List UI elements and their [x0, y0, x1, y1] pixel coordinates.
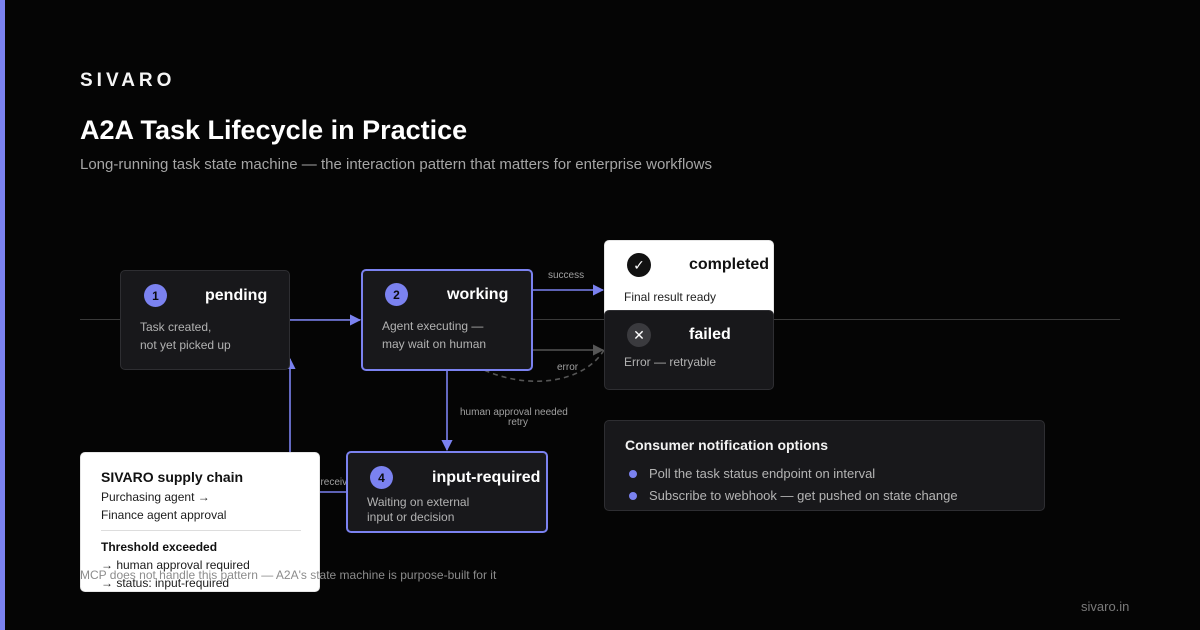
- supply-chain-threshold: Threshold exceeded: [101, 540, 218, 554]
- step-number-badge: 1: [144, 284, 167, 307]
- supply-chain-flow: Purchasing agent → Finance agent approva…: [101, 490, 227, 522]
- state-description: Error — retryable: [624, 355, 717, 369]
- state-description: Task created, not yet picked up: [140, 320, 231, 352]
- notification-option-webhook: Subscribe to webhook — get pushed on sta…: [629, 488, 958, 503]
- bullet-icon: [629, 491, 637, 500]
- check-icon: ✓: [627, 253, 651, 277]
- state-name: working: [447, 286, 509, 303]
- edge-label-human-approval: human approval needed: [460, 407, 568, 418]
- footnote: MCP does not handle this pattern — A2A's…: [80, 568, 497, 582]
- step-number-badge: 4: [370, 466, 393, 489]
- close-icon: ✕: [627, 323, 651, 347]
- state-description: Final result ready: [624, 290, 717, 304]
- supply-chain-title: SIVARO supply chain: [101, 469, 244, 485]
- state-pending: 1 pending Task created, not yet picked u…: [120, 270, 290, 370]
- brand-logo: SIVARO: [80, 70, 176, 91]
- state-completed: ✓ completed Final result ready: [604, 240, 774, 318]
- supply-chain-example: SIVARO supply chain Purchasing agent → F…: [80, 452, 320, 592]
- step-number-badge: 2: [385, 283, 408, 306]
- state-working: 2 working Agent executing — may wait on …: [361, 269, 533, 371]
- timeline-divider: [80, 319, 1120, 320]
- state-input-required: 4 input-required Waiting on external inp…: [346, 451, 548, 533]
- notification-option-poll: Poll the task status endpoint on interva…: [629, 466, 875, 481]
- state-name: pending: [205, 287, 268, 304]
- state-name: completed: [689, 256, 770, 273]
- state-description: Waiting on external input or decision: [367, 495, 470, 524]
- page-subtitle: Long-running task state machine — the in…: [80, 156, 712, 173]
- edge-label-input-received: input received: [296, 477, 358, 488]
- edge-label-error: error: [557, 362, 579, 373]
- state-failed: ✕ failed Error — retryable: [604, 310, 774, 390]
- supply-chain-result: → human approval required → status: inpu…: [101, 558, 250, 590]
- page-title: A2A Task Lifecycle in Practice: [80, 115, 468, 145]
- notification-options-title: Consumer notification options: [625, 437, 828, 453]
- site-url: sivaro.in: [1081, 599, 1130, 614]
- state-name: input-required: [432, 469, 541, 486]
- divider: [101, 530, 301, 531]
- edge-label-retry: retry: [508, 417, 528, 428]
- state-name: failed: [689, 326, 731, 343]
- bullet-icon: [629, 469, 637, 478]
- notification-options-panel: Consumer notification options Poll the t…: [604, 420, 1045, 511]
- accent-bar: [0, 0, 5, 630]
- state-description: Agent executing — may wait on human: [382, 319, 487, 351]
- edge-label-success: success: [548, 270, 584, 281]
